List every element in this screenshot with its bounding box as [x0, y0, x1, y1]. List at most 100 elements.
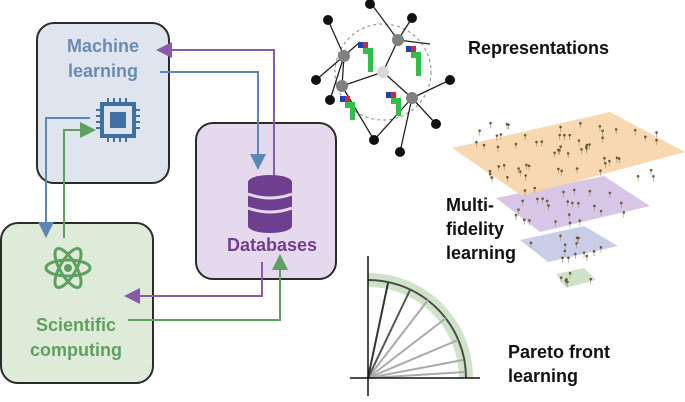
mf-point: [582, 251, 586, 255]
mf-point: [604, 161, 607, 165]
mf-point: [599, 209, 603, 213]
atom-icon: [44, 247, 92, 289]
mf-point: [620, 201, 623, 205]
chip-icon: [96, 98, 140, 142]
mf-point: [499, 133, 503, 136]
mf-point: [566, 152, 570, 155]
mf-point: [603, 156, 606, 160]
mf-point: [655, 138, 658, 142]
mf-point: [575, 167, 579, 170]
mf-point: [557, 167, 560, 171]
mf-point: [577, 201, 580, 205]
mf-point: [496, 145, 500, 149]
mf-point: [568, 133, 572, 137]
mf-point: [577, 139, 581, 142]
pareto-front-icon: [350, 256, 480, 396]
mf-point: [540, 140, 544, 143]
mf-point: [585, 254, 589, 258]
mf-point: [585, 146, 588, 150]
feature-vector: [406, 46, 421, 76]
feature-vector: [386, 92, 401, 116]
mf-point: [622, 211, 626, 214]
arrow-ml-to-sc: [38, 117, 90, 238]
mf-point: [572, 188, 576, 192]
mf-point: [579, 122, 582, 125]
mf-point: [588, 189, 592, 193]
mf-point: [615, 156, 619, 160]
mf-point: [523, 189, 527, 192]
scientific-computing-label: Scientific computing: [30, 315, 122, 360]
mf-point: [589, 277, 593, 281]
mf-point: [567, 213, 571, 216]
mf-point: [523, 133, 527, 137]
mf-point: [524, 174, 527, 177]
mf-point: [578, 219, 582, 222]
mf-point: [566, 200, 570, 203]
mf-point: [482, 143, 486, 147]
mf-point: [528, 219, 531, 222]
mf-point: [559, 145, 562, 148]
mf-point: [563, 133, 566, 137]
mf-point: [614, 128, 618, 131]
mf-point: [545, 199, 549, 203]
mf-point: [517, 208, 520, 211]
mf-point: [517, 167, 520, 170]
mf-point: [553, 151, 556, 155]
mf-point: [505, 122, 509, 126]
mf-point: [514, 142, 518, 146]
plane-mid-low: [520, 226, 618, 262]
arrow-db-to-sc: [124, 262, 263, 304]
mf-point: [601, 136, 604, 140]
mf-point: [575, 242, 578, 245]
mf-point: [559, 276, 563, 279]
machine-learning-label: Machine learning: [66, 36, 140, 81]
mf-point: [601, 129, 604, 133]
arrow-sc-to-db: [128, 254, 288, 321]
mf-point: [489, 121, 492, 125]
mf-point: [563, 249, 567, 253]
mf-point: [577, 236, 580, 240]
mf-point: [506, 175, 509, 179]
mf-point: [475, 140, 478, 144]
mf-point: [652, 175, 655, 178]
mf-point: [559, 125, 562, 129]
mf-point: [556, 148, 560, 152]
mf-point: [592, 250, 596, 253]
mf-point: [490, 176, 494, 179]
graph-network-icon: [311, 0, 455, 157]
mf-point: [488, 172, 492, 176]
mf-point: [560, 169, 563, 173]
pareto-front-label: Pareto front learning: [508, 342, 611, 386]
mf-point: [573, 252, 577, 256]
mf-point: [599, 246, 603, 249]
mf-point: [547, 204, 550, 207]
mf-point: [588, 143, 591, 146]
arrow-ml-to-db: [160, 71, 266, 170]
mf-point: [636, 174, 640, 178]
mf-point: [633, 128, 637, 132]
mf-point: [502, 163, 506, 167]
mf-point: [519, 170, 522, 173]
mf-point: [593, 204, 596, 208]
mf-point: [568, 221, 572, 225]
mf-point: [617, 157, 621, 160]
arrow-sc-to-ml: [63, 122, 96, 238]
mf-point: [608, 191, 612, 195]
mf-point: [561, 256, 564, 260]
mf-point: [535, 140, 538, 144]
mf-point: [567, 256, 570, 260]
mf-point: [522, 218, 526, 222]
mf-point: [478, 129, 481, 132]
mf-point: [580, 147, 583, 151]
mf-point: [568, 271, 572, 275]
mf-point: [521, 199, 524, 203]
mf-point: [608, 159, 611, 163]
mf-point: [529, 241, 533, 245]
multi-fidelity-label: Multi- fidelity learning: [446, 195, 517, 263]
mf-point: [566, 280, 569, 284]
mf-point: [525, 163, 528, 167]
mf-point: [559, 234, 562, 238]
database-icon: [247, 175, 293, 233]
mf-point: [541, 197, 544, 200]
